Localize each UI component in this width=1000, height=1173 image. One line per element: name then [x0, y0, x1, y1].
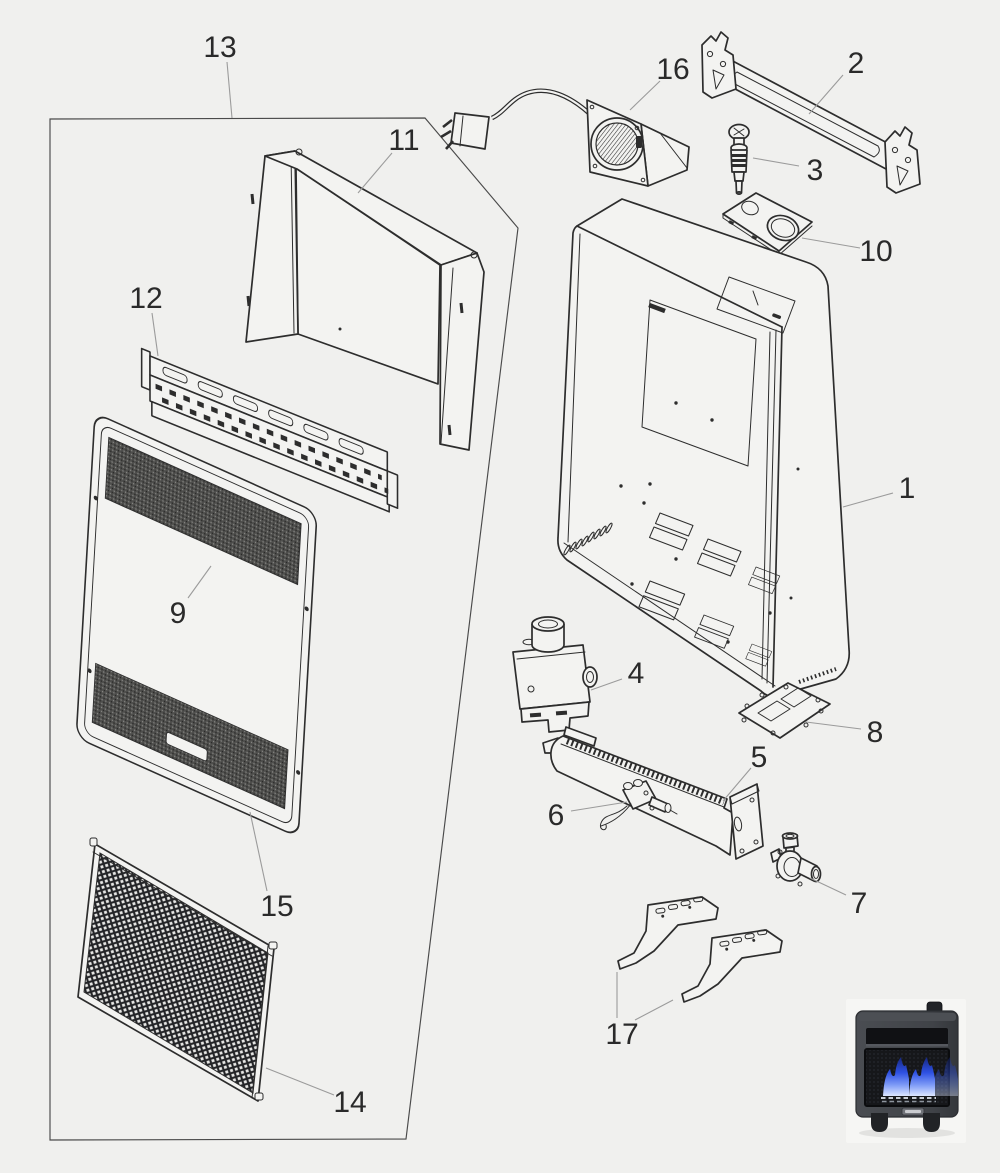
callout-label-16: 16: [656, 53, 689, 86]
callout-label-2: 2: [848, 47, 865, 80]
callout-label-8: 8: [867, 716, 884, 749]
part-4-gas-valve-drawing: [512, 616, 598, 733]
part-10-top-plate-drawing: [722, 192, 813, 256]
callout-label-13: 13: [203, 31, 236, 64]
part-12-louver-grille-drawing: [140, 347, 399, 513]
power-plug-drawing: [440, 112, 490, 150]
part-13-boundary-outline: [49, 117, 519, 1141]
brand-badge-text-area: [905, 1110, 921, 1113]
callout-label-10: 10: [859, 235, 892, 268]
callout-label-6: 6: [548, 799, 565, 832]
callout-label-5: 5: [751, 741, 768, 774]
heater-shelf-recess: [866, 1028, 948, 1045]
callout-label-17: 17: [605, 1018, 638, 1051]
part-6-pilot-assembly-drawing: [599, 779, 678, 831]
callout-label-12: 12: [129, 282, 162, 315]
heater-mesh-window: [864, 1048, 958, 1107]
callout-label-3: 3: [807, 154, 824, 187]
part-8-gasket-drawing: [738, 682, 831, 739]
callout-label-1: 1: [899, 472, 916, 505]
burner-port-dashes: [881, 1097, 936, 1103]
part-16-blower-drawing: [440, 88, 690, 187]
callout-label-9: 9: [170, 597, 187, 630]
part-7-regulator-drawing: [770, 832, 822, 887]
part-11-liner-drawing: [245, 148, 485, 451]
heater-top-face: [858, 1013, 956, 1021]
callout-leader-lines: [151, 61, 894, 1096]
part-9-front-panel-drawing: [76, 416, 318, 834]
callout-label-15: 15: [260, 890, 293, 923]
heater-foot-right: [923, 1113, 940, 1132]
callout-label-7: 7: [851, 887, 868, 920]
part-1-cabinet-drawing: [557, 198, 851, 698]
part-3-fitting-drawing: [728, 123, 750, 195]
callout-label-14: 14: [333, 1086, 366, 1119]
callout-labels: 1 2 3 4 5 6 7 8 9 10 11 12 13 14 15 16 1…: [129, 31, 915, 1119]
callout-label-11: 11: [388, 124, 419, 157]
heater-foot-left: [871, 1113, 888, 1132]
part-14-mesh-screen-drawing: [77, 837, 278, 1102]
callout-label-4: 4: [628, 657, 645, 690]
product-photo-thumbnail: [846, 999, 966, 1143]
heater-shelf-lip: [866, 1044, 948, 1047]
part-2-mounting-bracket-drawing: [701, 31, 921, 194]
